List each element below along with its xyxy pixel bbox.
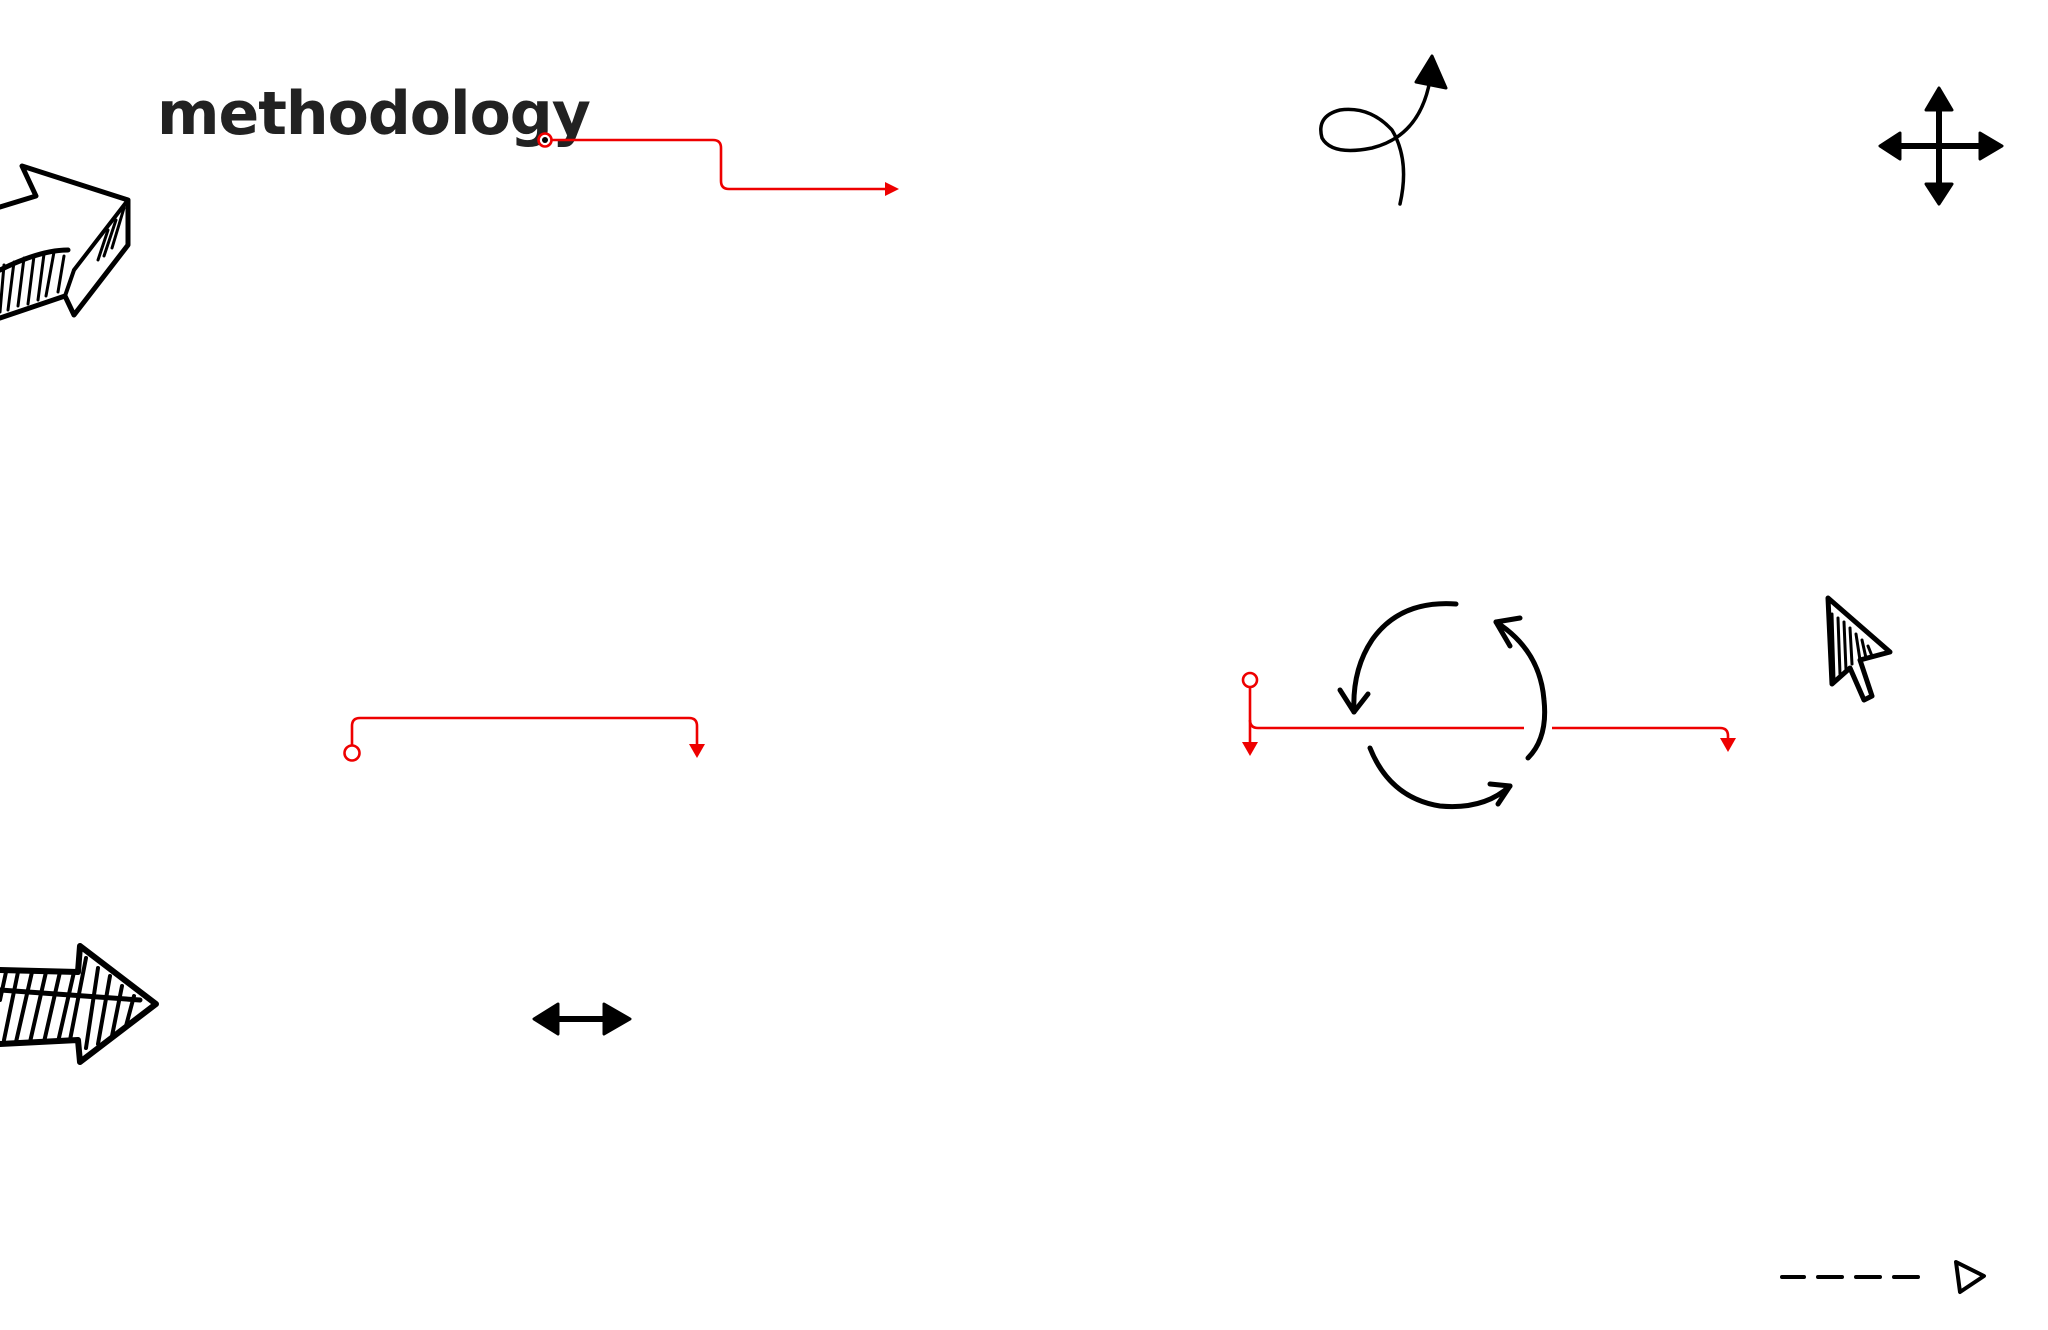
connector-line	[350, 716, 699, 745]
connector-line	[1552, 726, 1730, 738]
connector-start-handle[interactable]	[343, 744, 361, 762]
connector-arrowhead	[689, 744, 705, 758]
connector-arrowhead	[885, 182, 899, 196]
cursor-arrow-icon[interactable]	[1825, 595, 1893, 703]
hatched-arrow-icon[interactable]	[0, 943, 159, 1065]
connector-cycle[interactable]	[1241, 671, 1736, 756]
connector-line	[551, 138, 885, 191]
loop-arrow-icon[interactable]	[1319, 54, 1448, 206]
dashed-arrow-icon[interactable]	[1780, 1260, 1986, 1294]
double-arrow-icon[interactable]	[532, 1002, 632, 1036]
connector-arrowhead	[1242, 742, 1258, 756]
move-cross-icon[interactable]	[1878, 86, 2004, 206]
connector-methodology[interactable]	[537, 132, 900, 197]
connector-arrowhead	[1720, 738, 1736, 752]
sketch-arrow-icon[interactable]	[0, 163, 131, 321]
connector-start-handle[interactable]	[1241, 671, 1259, 689]
methodology-label[interactable]: methodology	[157, 79, 591, 149]
connector-line	[1248, 719, 1524, 730]
connector-start-dot	[542, 137, 548, 143]
connector-bracket[interactable]	[343, 716, 706, 762]
cycle-arrows-icon[interactable]	[1337, 601, 1548, 810]
